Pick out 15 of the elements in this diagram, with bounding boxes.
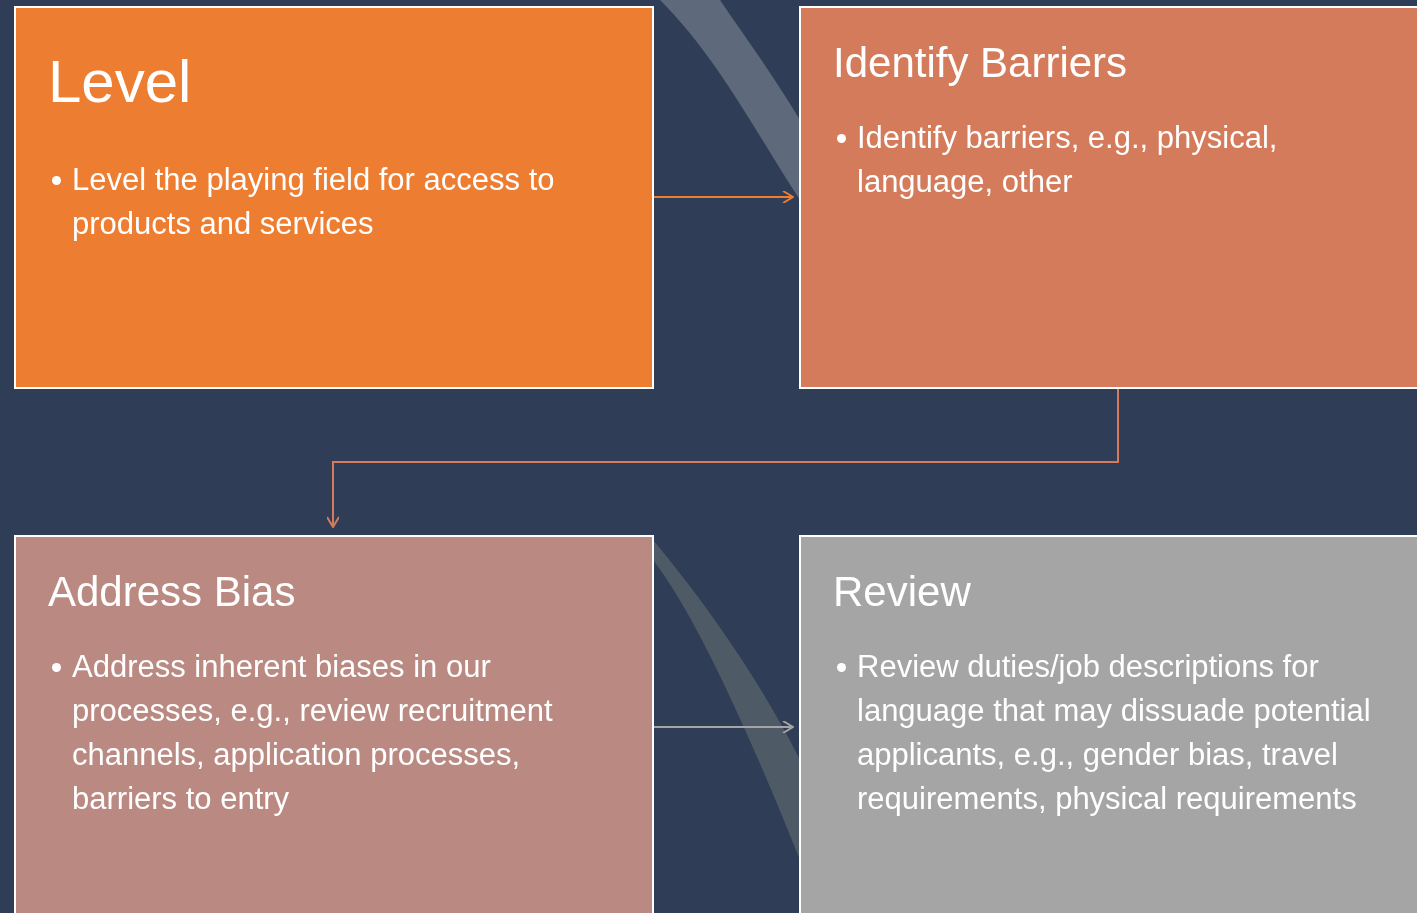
step-box (14, 6, 654, 389)
step-heading: Address Bias (48, 567, 296, 617)
step-heading: Review (833, 567, 971, 617)
step-description: Level the playing field for access to products and services (72, 161, 556, 243)
step-box (799, 535, 1417, 913)
step-box (799, 6, 1417, 389)
arrow (653, 720, 794, 734)
step-description: Address inherent biases in our processes, e.g., review recruitment channels, application processes, barriers to entry (72, 648, 554, 818)
step-description: Review duties/job descriptions for language that may dissuade potential applicants, e.g., gender bias, travel requirements, physical requirements (857, 648, 1372, 818)
step-box (14, 535, 654, 913)
step-heading: Level (48, 47, 192, 117)
arrow (653, 190, 794, 204)
step-heading: Identify Barriers (833, 38, 1128, 88)
step-description: Identify barriers, e.g., physical, language, other (857, 119, 1279, 201)
arrow (326, 388, 1119, 528)
